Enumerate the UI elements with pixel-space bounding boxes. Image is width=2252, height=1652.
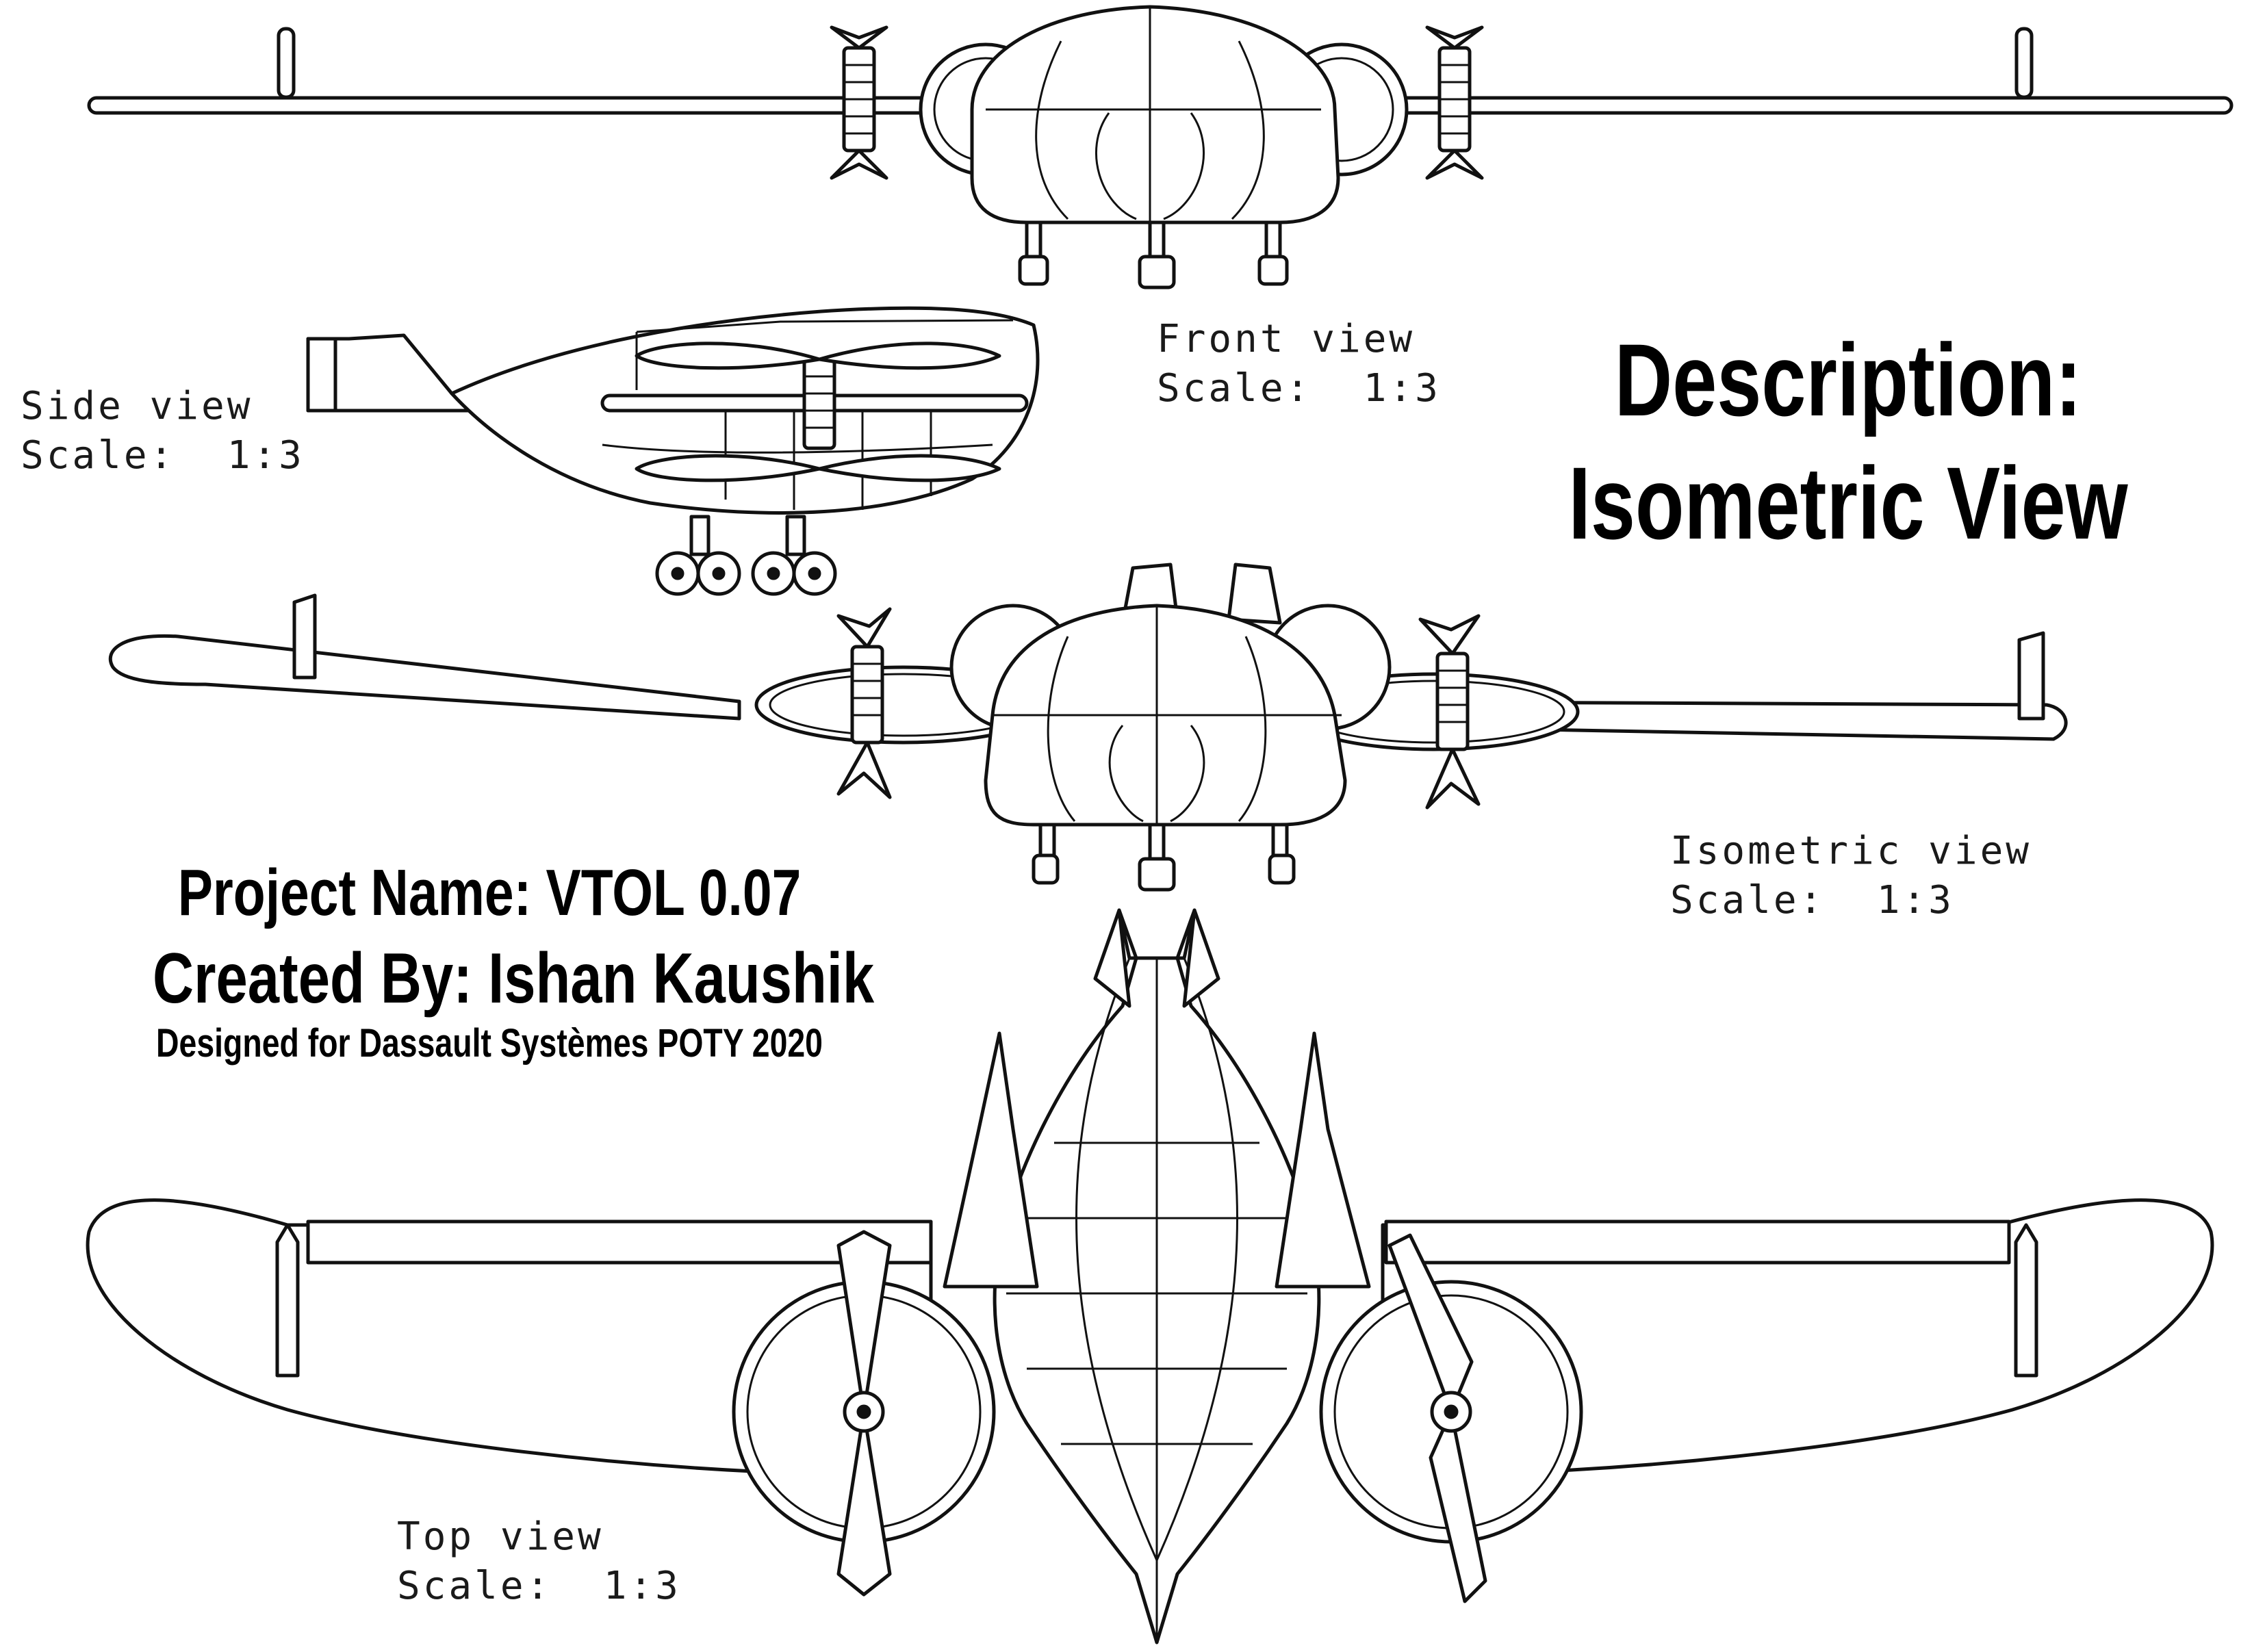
- front-view-drawing: [87, 5, 2234, 289]
- top-left-fan: [732, 1230, 996, 1597]
- description-title: Description:: [1614, 322, 2082, 437]
- front-right-rotor: [1425, 25, 1484, 180]
- isometric-view-drawing: [108, 563, 2068, 892]
- side-view-drawing: [306, 306, 1040, 596]
- iso-left-wing: [108, 634, 741, 721]
- top-view-drawing: [86, 908, 2214, 1644]
- front-right-fin: [2014, 27, 2034, 99]
- front-left-fin: [277, 27, 296, 99]
- top-right-flap: [1384, 1219, 2011, 1265]
- top-right-fan: [1319, 1233, 1583, 1603]
- project-creator: Created By: Ishan Kaushik: [153, 939, 875, 1018]
- side-rotor: [635, 341, 1001, 482]
- project-note: Designed for Dassault Systèmes POTY 2020: [156, 1021, 823, 1066]
- top-left-flap: [306, 1219, 933, 1265]
- iso-landing-gear: [1032, 823, 1296, 892]
- project-name: Project Name: VTOL 0.07: [177, 856, 802, 929]
- front-landing-gear: [1018, 220, 1289, 289]
- front-fuselage: [970, 5, 1340, 224]
- top-right-nacelle: [1275, 1031, 1371, 1289]
- iso-left-fin: [292, 593, 317, 680]
- iso-right-fin: [2017, 631, 2045, 721]
- side-landing-gear: [655, 515, 837, 596]
- top-right-wing: [1381, 1198, 2214, 1480]
- front-left-rotor: [830, 25, 888, 180]
- iso-left-rotor: [836, 607, 892, 799]
- top-left-nacelle: [943, 1031, 1039, 1289]
- description-subtitle: Isometric View: [1568, 446, 2128, 560]
- iso-right-rotor: [1418, 614, 1481, 810]
